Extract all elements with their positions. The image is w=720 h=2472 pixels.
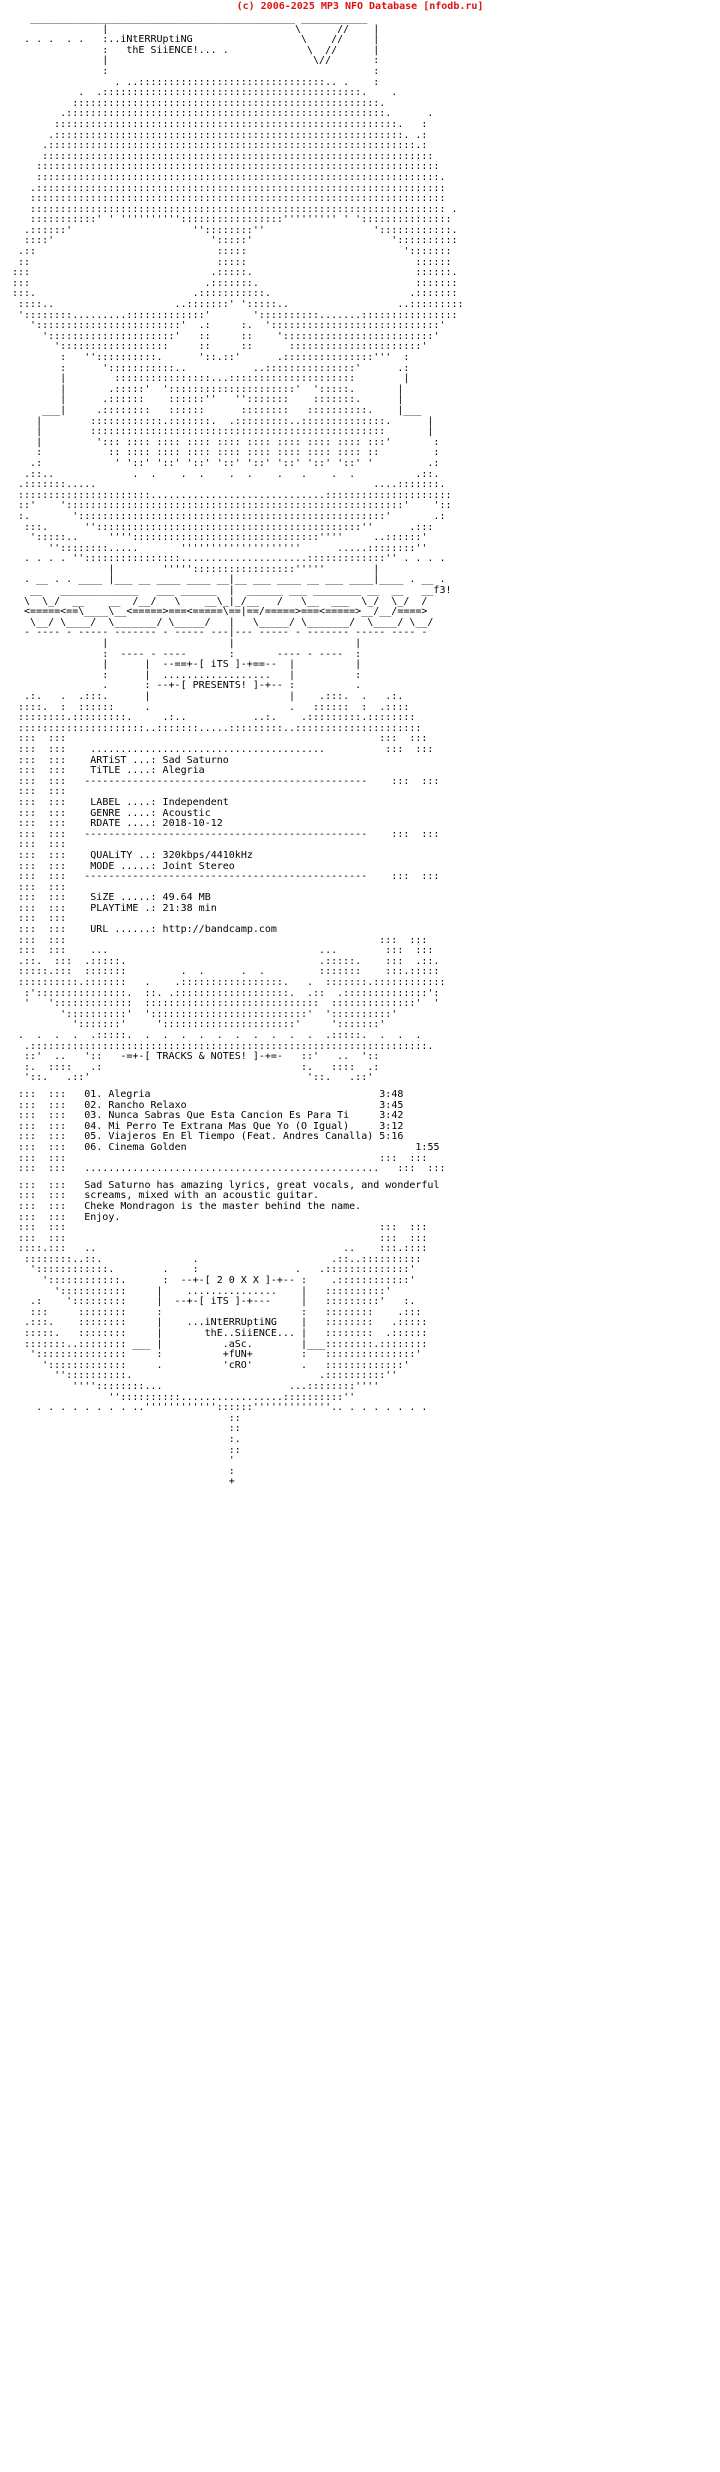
track-number: 01.: [84, 1088, 103, 1100]
presents-ascii-art: | | | : ---- - ---- : ---- - ---- : | | …: [18, 638, 422, 734]
track-title: Mi Perro Te Extrana Mas Que Yo (O Igual): [108, 1120, 350, 1132]
size-label: SiZE .....:: [90, 892, 157, 904]
note-line: Sad Saturno has amazing lyrics, great vo…: [84, 1179, 440, 1191]
info-header-ascii: ::: ::: ::: ::: ::: ::: ................…: [18, 733, 434, 755]
url-link[interactable]: http://bandcamp.com: [162, 924, 277, 936]
track-number: 04.: [84, 1120, 103, 1132]
divider-1: ::: ::: --------------------------------…: [12, 775, 440, 787]
track-number: 05.: [84, 1131, 103, 1143]
size-value: 49.64 MB: [162, 892, 211, 904]
rdate-value: 2018-10-12: [162, 818, 223, 830]
track-time: 1:55: [415, 1141, 440, 1153]
nfo-document: ________________________________________…: [0, 14, 720, 2472]
playtime-label: PLAYTiME .:: [90, 902, 157, 914]
track-time: 5:16: [379, 1131, 404, 1143]
title-value: Alegria: [162, 765, 205, 777]
label-label: LABEL ....:: [90, 796, 157, 808]
note-line: Cheke Mondragon is the master behind the…: [84, 1200, 362, 1212]
notes-header-ascii: ::: ::: ::: ::: ::: ::: ................…: [18, 1152, 446, 1175]
track-row: ::: ::: 03. Nunca Sabras Que Esta Cancio…: [12, 1110, 404, 1122]
mode-value: Joint Stereo: [162, 860, 235, 872]
release-info-block: ::: ::: ARTiST ...: Sad Saturno ::: ::: …: [12, 754, 229, 777]
artist-value: Sad Saturno: [162, 754, 229, 766]
track-title: Viajeros En El Tiempo (Feat. Andres Cana…: [108, 1131, 374, 1143]
track-number: 06.: [84, 1141, 103, 1153]
divider-2: ::: ::: --------------------------------…: [12, 828, 440, 840]
track-number: 03.: [84, 1110, 103, 1122]
size-info-block: ::: ::: ::: ::: SiZE .....: 49.64 MB :::…: [18, 881, 277, 936]
track-row: ::: ::: 02. Rancho Relaxo 3:45: [12, 1099, 404, 1111]
track-title: Alegria: [108, 1088, 151, 1100]
track-title: Rancho Relaxo: [108, 1099, 187, 1111]
genre-value: Acoustic: [162, 807, 211, 819]
track-row: ::: ::: 01. Alegria 3:48: [12, 1088, 404, 1100]
release-notes: ::: ::: Sad Saturno has amazing lyrics, …: [12, 1179, 440, 1223]
skull-ascii-art: ________________________________________…: [12, 14, 464, 639]
quality-label: QUALiTY ..:: [90, 849, 157, 861]
genre-label: GENRE ....:: [90, 807, 157, 819]
note-line: Enjoy.: [84, 1211, 121, 1223]
track-time: 3:42: [379, 1110, 404, 1122]
track-title: Cinema Golden: [108, 1141, 187, 1153]
artist-label: ARTiST ...:: [90, 754, 157, 766]
track-time: 3:12: [379, 1120, 404, 1132]
nfo-text: ________________________________________…: [0, 14, 720, 1488]
track-row: ::: ::: 05. Viajeros En El Tiempo (Feat.…: [12, 1131, 404, 1143]
track-time: 3:45: [379, 1099, 404, 1111]
track-time: 3:48: [379, 1088, 404, 1100]
label-value: Independent: [162, 796, 229, 808]
playtime-value: 21:38 min: [162, 902, 217, 914]
track-title: Nunca Sabras Que Esta Cancion Es Para Ti: [108, 1110, 350, 1122]
track-row: ::: ::: 04. Mi Perro Te Extrana Mas Que …: [12, 1120, 404, 1132]
rdate-label: RDATE ....:: [90, 818, 157, 830]
mode-label: MODE .....:: [90, 860, 157, 872]
footer-ascii-art: ::: ::: ::: ::: ::: ::: ::: ::: ::::.:::…: [18, 1222, 428, 1488]
divider-3: ::: ::: --------------------------------…: [12, 871, 440, 883]
tracklist: ::: ::: 01. Alegria 3:48 ::: ::: 02. Ran…: [12, 1088, 720, 1154]
quality-value: 320kbps/4410kHz: [162, 849, 253, 861]
track-row: ::: ::: 06. Cinema Golden 1:55: [12, 1141, 440, 1153]
track-number: 02.: [84, 1099, 103, 1111]
url-label: URL ......:: [90, 924, 157, 936]
note-line: screams, mixed with an acoustic guitar.: [84, 1190, 320, 1202]
audio-info-block: ::: ::: ::: ::: QUALiTY ..: 320kbps/4410…: [18, 839, 253, 872]
release-meta-block: ::: ::: ::: ::: LABEL ....: Independent …: [18, 786, 229, 830]
title-label: TiTLE ....:: [90, 765, 157, 777]
tracks-header-ascii: ::: ::: ::: ::: ::: ::: ... ... ::: ::: …: [18, 934, 446, 1084]
site-banner: (c) 2006-2025 MP3 NFO Database [nfodb.ru…: [236, 1, 484, 12]
